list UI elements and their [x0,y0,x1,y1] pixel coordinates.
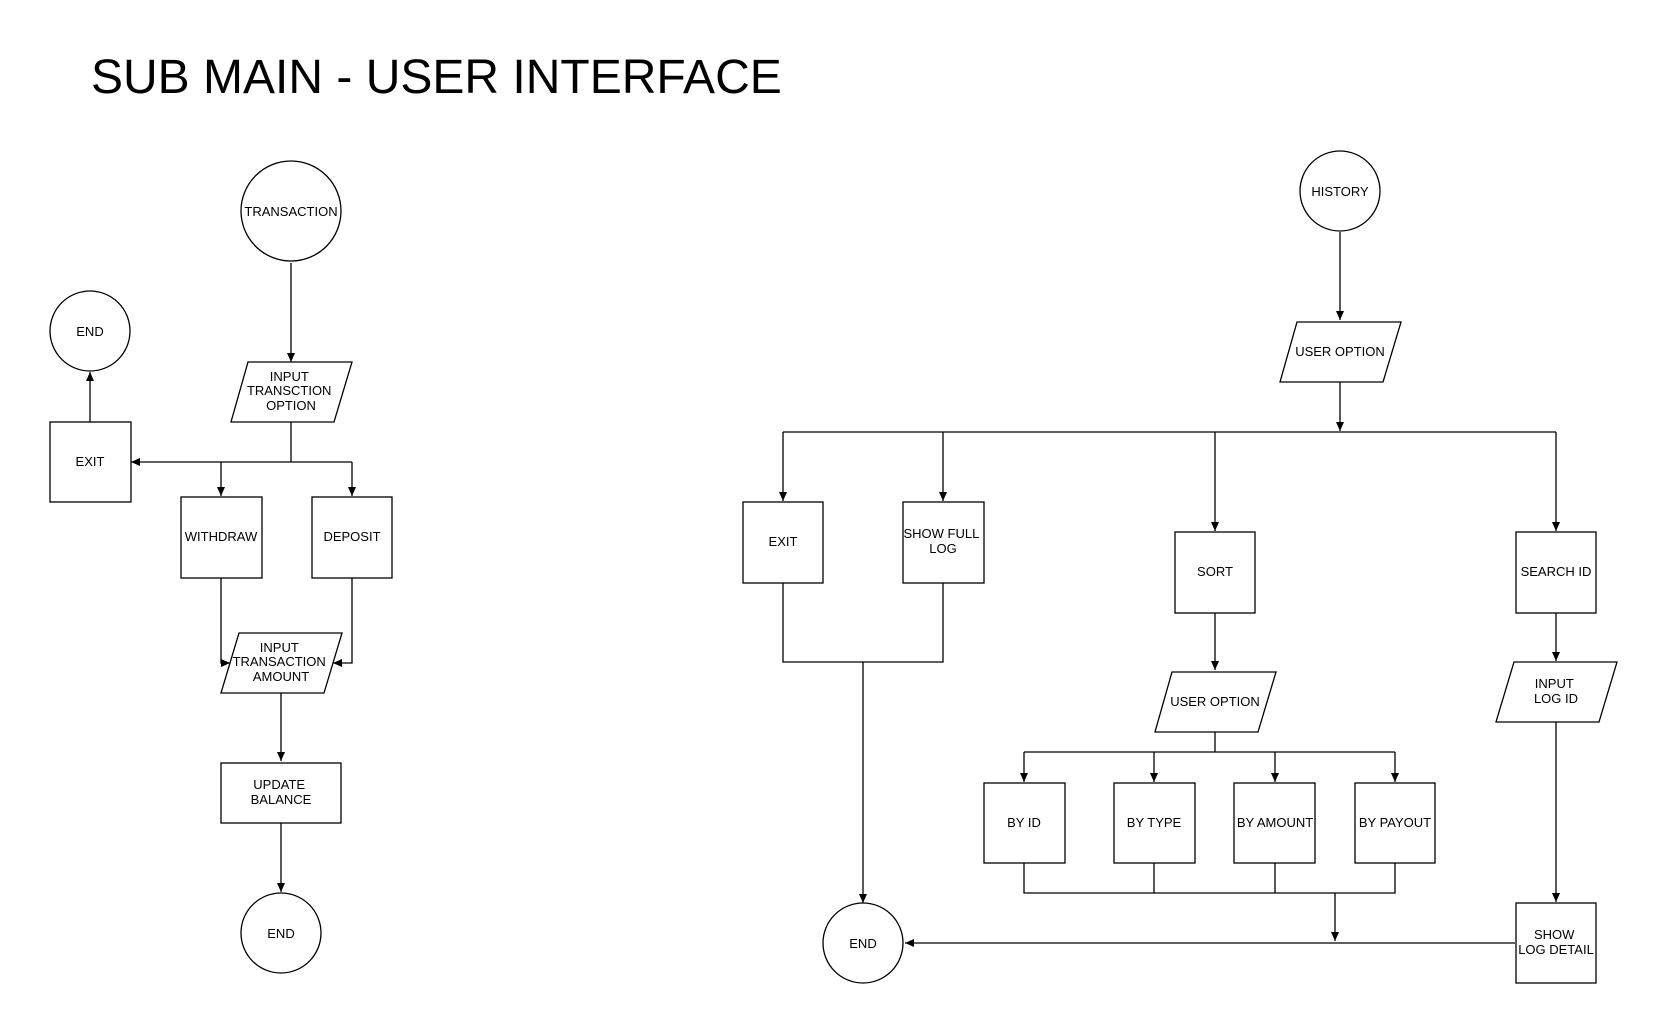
show-full-log-label: SHOW FULL LOG [904,526,983,556]
input-log-id-node: INPUT LOG ID [1495,661,1618,723]
sort-user-option-label: USER OPTION [1170,694,1260,709]
search-id-label: SEARCH ID [1521,564,1592,579]
transaction-end-top-node: END [49,290,131,372]
sort-label: SORT [1197,564,1233,579]
history-user-option-node: USER OPTION [1279,321,1402,383]
show-full-log-node: SHOW FULL LOG [902,501,985,584]
transaction-start-label: TRANSACTION [244,204,337,219]
history-user-option-label: USER OPTION [1295,344,1385,359]
edge-exit-log-merge [782,583,944,663]
search-id-node: SEARCH ID [1515,531,1597,614]
deposit-node: DEPOSIT [311,496,393,579]
history-exit-label: EXIT [769,534,798,549]
history-start-node: HISTORY [1299,150,1381,232]
transaction-end-bottom-node: END [240,892,322,974]
sort-node: SORT [1174,531,1256,614]
deposit-label: DEPOSIT [323,529,380,544]
edge-sort-results-bus [1023,863,1396,894]
show-log-detail-label: SHOW LOG DETAIL [1518,927,1594,957]
by-type-label: BY TYPE [1127,815,1182,830]
transaction-input-amount-label: INPUT TRANSACTION AMOUNT [233,640,330,684]
history-end-label: END [849,936,876,951]
show-log-detail-node: SHOW LOG DETAIL [1515,902,1597,984]
transaction-input-amount-node: INPUT TRANSACTION AMOUNT [220,632,343,694]
input-log-id-label: INPUT LOG ID [1534,676,1578,706]
history-exit-node: EXIT [742,501,824,584]
history-edges [779,232,1560,947]
transaction-input-option-node: INPUT TRANSCTION OPTION [230,361,353,423]
history-start-label: HISTORY [1311,184,1369,199]
edge-deposit-to-amount [333,578,353,667]
update-balance-label: UPDATE BALANCE [251,777,312,807]
page-title: SUB MAIN - USER INTERFACE [91,51,782,104]
by-type-node: BY TYPE [1113,782,1196,864]
withdraw-label: WITHDRAW [185,529,258,544]
transaction-input-option-label: INPUT TRANSCTION OPTION [247,369,335,413]
by-id-node: BY ID [983,782,1066,864]
transaction-edges [86,263,356,892]
edge-withdraw-to-amount [220,578,230,667]
by-id-label: BY ID [1007,815,1041,830]
transaction-exit-label: EXIT [76,454,105,469]
transaction-end-bottom-label: END [267,926,294,941]
update-balance-node: UPDATE BALANCE [220,762,342,824]
history-end-node: END [822,902,904,984]
transaction-exit-node: EXIT [49,421,132,503]
sort-user-option-node: USER OPTION [1154,671,1277,733]
by-payout-node: BY PAYOUT [1354,782,1436,864]
withdraw-node: WITHDRAW [180,496,263,579]
by-amount-node: BY AMOUNT [1233,782,1316,864]
transaction-start-node: TRANSACTION [240,160,342,262]
by-amount-label: BY AMOUNT [1237,815,1313,830]
by-payout-label: BY PAYOUT [1359,815,1431,830]
transaction-end-top-label: END [76,324,103,339]
